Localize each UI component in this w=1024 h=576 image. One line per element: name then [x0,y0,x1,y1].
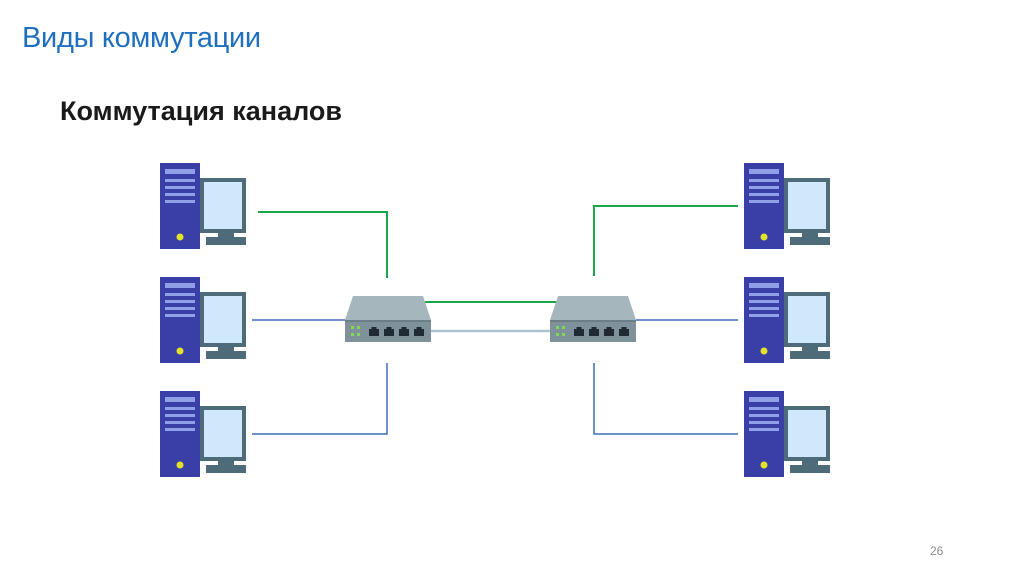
computer-icon [160,163,246,249]
computer-icon [744,277,830,363]
link-switch-right-pc-right-1 [593,205,738,276]
link-switch-right-pc-right-3 [593,363,738,435]
slide-subtitle: Коммутация каналов [60,96,342,126]
network-switch-icon [345,296,431,342]
link-pc-left-3-switch-left [252,363,388,435]
link-pc-left-1-switch-left [258,211,388,278]
computer-icon [744,163,830,249]
slide-title: Виды коммутации [22,22,261,54]
network-switch-icon [550,296,636,342]
computer-icon [160,277,246,363]
computer-icon [744,391,830,477]
page-number: 26 [930,544,944,558]
computer-icon [160,391,246,477]
